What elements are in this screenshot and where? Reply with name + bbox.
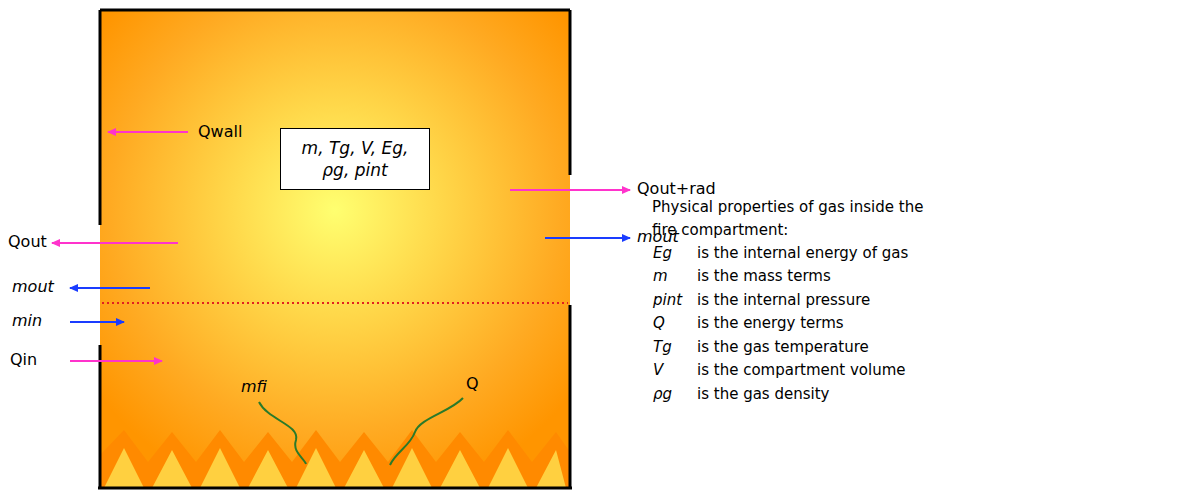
flow-label: Q xyxy=(466,374,479,394)
leader-line xyxy=(390,398,463,465)
flow-label: Qin xyxy=(10,350,37,370)
flow-label: mfi xyxy=(241,377,267,397)
symbol-name: ρg xyxy=(653,384,672,404)
compartment-walls xyxy=(98,10,572,488)
symbol-name: pint xyxy=(653,290,682,310)
symbol-name: V xyxy=(653,360,663,380)
symbol-description: is the gas temperature xyxy=(697,337,869,357)
state-box: m, Tg, V, Eg, ρg, pint xyxy=(280,128,430,190)
symbol-name: Tg xyxy=(653,337,672,357)
hot-gas xyxy=(100,10,570,488)
symbol-description: is the mass terms xyxy=(697,266,831,286)
symbol-name: Q xyxy=(653,313,665,333)
flow-label: Qout+rad xyxy=(637,179,716,199)
flame-tips xyxy=(104,448,566,488)
flow-arrows xyxy=(52,132,630,361)
flow-label: mout xyxy=(12,277,54,297)
symbol-name: m xyxy=(653,266,668,286)
symbol-description: is the energy terms xyxy=(697,313,844,333)
symbol-name: Eg xyxy=(653,243,672,263)
symbol-description: is the gas density xyxy=(697,384,829,404)
symbol-description: is the internal energy of gas xyxy=(697,243,908,263)
legend-heading: Physical properties of gas inside the fi… xyxy=(652,196,942,242)
neutral-plane xyxy=(102,302,568,304)
symbol-description: is the internal pressure xyxy=(697,290,870,310)
state-variables: m, Tg, V, Eg, ρg, pint xyxy=(291,137,419,181)
leader-line xyxy=(259,402,306,464)
flow-label: Qout xyxy=(8,232,47,252)
flow-label: Qwall xyxy=(198,122,242,142)
flames xyxy=(100,430,570,488)
flow-label: min xyxy=(12,311,42,331)
symbol-description: is the compartment volume xyxy=(697,360,906,380)
